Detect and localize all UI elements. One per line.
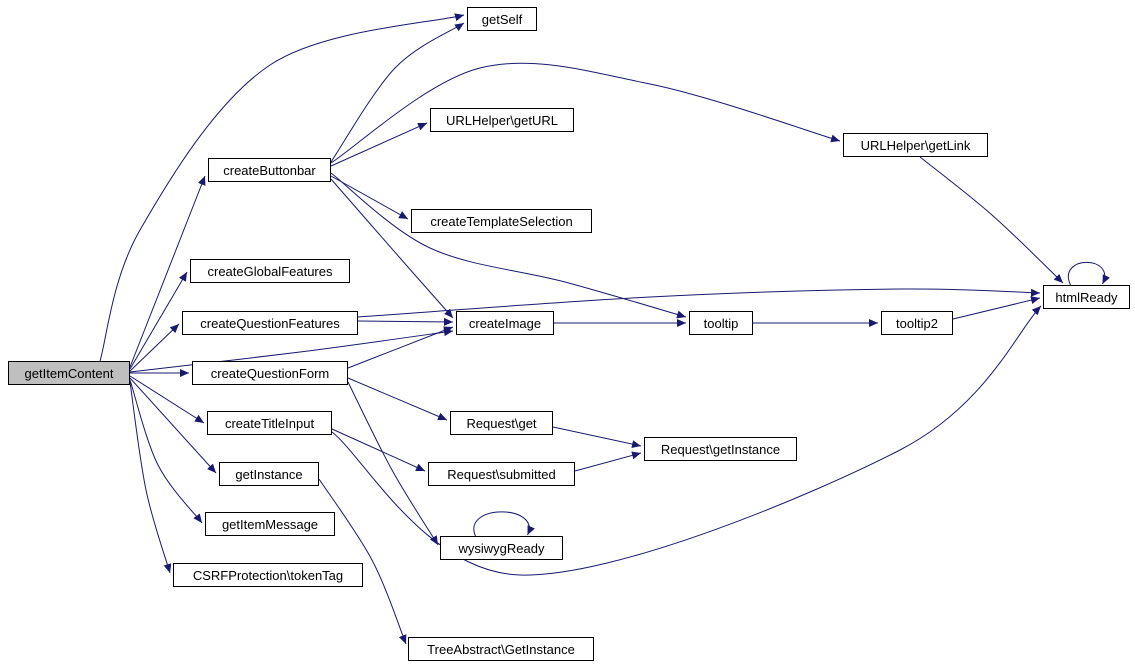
node-tooltip[interactable]: tooltip xyxy=(689,311,753,335)
edge-createQuestionForm-wysiwygReady xyxy=(347,381,439,546)
edge-getItemContent-createImage xyxy=(129,328,454,373)
node-getLink[interactable]: URLHelper\getLink xyxy=(843,133,988,157)
edge-createButtonbar-getLink xyxy=(330,62,841,164)
edge-createButtonbar-getSelf xyxy=(330,22,465,163)
node-tooltip2[interactable]: tooltip2 xyxy=(881,311,953,335)
node-getInstance[interactable]: getInstance xyxy=(219,462,319,486)
node-wysiwygReady[interactable]: wysiwygReady xyxy=(440,536,563,560)
edge-getLink-htmlReady xyxy=(919,156,1064,284)
edge-createQuestionFeatures-htmlReady xyxy=(357,288,1041,318)
node-getSelf[interactable]: getSelf xyxy=(467,7,537,31)
node-getItemMessage[interactable]: getItemMessage xyxy=(205,512,335,536)
node-createGlobalFeatures[interactable]: createGlobalFeatures xyxy=(190,259,350,283)
edge-requestSubmitted-requestGetInstance xyxy=(574,451,642,472)
edge-htmlReady-self xyxy=(1067,261,1111,286)
edge-createQuestionForm-requestGet xyxy=(347,377,448,421)
edge-createTitleInput-requestSubmitted xyxy=(331,428,426,472)
edge-createQuestionForm-createImage xyxy=(347,326,454,369)
node-requestGet[interactable]: Request\get xyxy=(450,411,553,435)
edge-createButtonbar-createImage xyxy=(330,178,454,319)
node-createTemplateSelection[interactable]: createTemplateSelection xyxy=(411,209,592,233)
edge-getInstance-treeGetInstance xyxy=(318,478,407,645)
edge-getItemContent-createQuestionFeatures xyxy=(129,323,180,372)
edge-createTitleInput-htmlReady xyxy=(331,305,1042,576)
node-requestSubmitted[interactable]: Request\submitted xyxy=(428,462,575,486)
edge-createQuestionFeatures-createImage xyxy=(357,317,454,326)
node-createImage[interactable]: createImage xyxy=(456,311,554,335)
node-getURL[interactable]: URLHelper\getURL xyxy=(430,108,574,132)
node-tokenTag[interactable]: CSRFProtection\tokenTag xyxy=(173,563,363,587)
edge-wysiwygReady-self xyxy=(473,511,535,537)
node-createButtonbar[interactable]: createButtonbar xyxy=(208,158,331,182)
edge-tooltip2-htmlReady xyxy=(952,296,1041,320)
edge-createButtonbar-getURL xyxy=(330,122,428,167)
node-treeGetInstance[interactable]: TreeAbstract\GetInstance xyxy=(408,637,594,661)
node-getItemContent: getItemContent xyxy=(8,361,130,385)
edge-getItemContent-getSelf xyxy=(99,13,465,362)
edge-getItemContent-getInstance xyxy=(129,377,217,474)
node-htmlReady[interactable]: htmlReady xyxy=(1043,285,1130,309)
edge-getItemContent-tokenTag xyxy=(129,381,172,574)
edge-createButtonbar-tooltip xyxy=(330,172,687,319)
edge-requestGet-requestGetInstance xyxy=(552,426,642,449)
node-requestGetInstance[interactable]: Request\getInstance xyxy=(644,437,797,461)
node-createQuestionForm[interactable]: createQuestionForm xyxy=(192,361,348,385)
edge-getItemContent-createTitleInput xyxy=(129,375,205,424)
node-createTitleInput[interactable]: createTitleInput xyxy=(207,411,332,435)
node-createQuestionFeatures[interactable]: createQuestionFeatures xyxy=(182,311,358,335)
edge-getItemContent-createButtonbar xyxy=(129,175,206,368)
edge-getItemContent-getItemMessage xyxy=(129,379,203,524)
edge-getItemContent-createGlobalFeatures xyxy=(129,271,188,370)
